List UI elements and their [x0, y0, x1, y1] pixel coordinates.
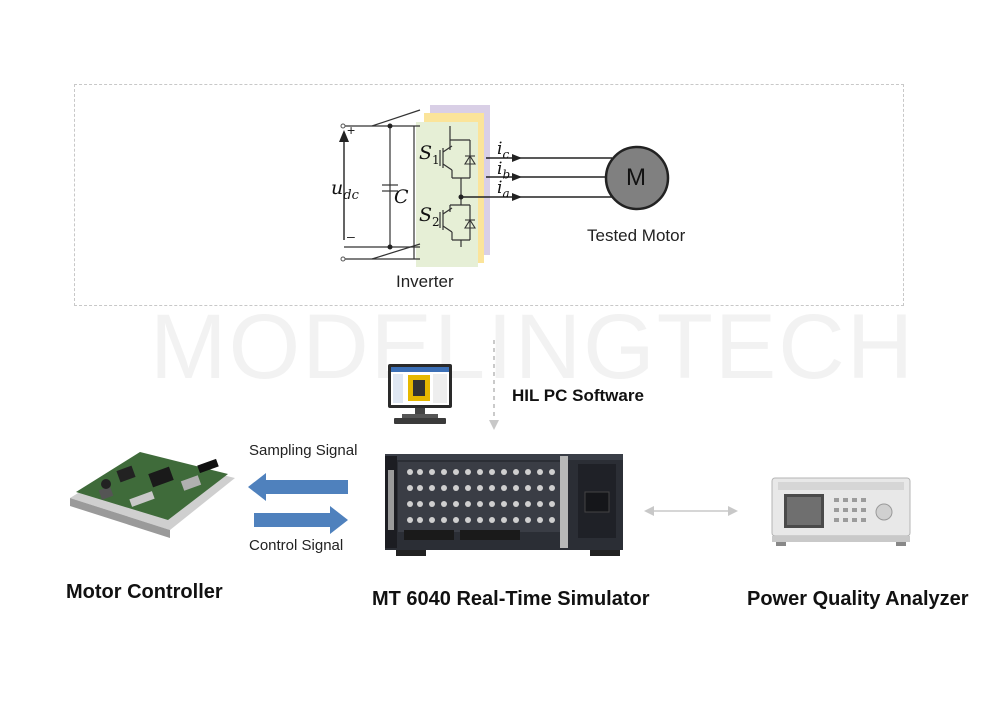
control-signal-arrow: [254, 506, 348, 534]
sampling-signal-label: Sampling Signal: [249, 442, 358, 459]
power-analyzer-label: Power Quality Analyzer: [747, 588, 969, 610]
current-a-label: ia: [497, 178, 510, 200]
motor-symbol: M: [626, 164, 646, 191]
control-signal-label: Control Signal: [249, 537, 344, 554]
hil-connector-arrow: [489, 420, 499, 430]
terminal-top: [340, 123, 346, 129]
simulator-label: MT 6040 Real-Time Simulator: [372, 588, 650, 610]
current-c-subscript: c: [502, 147, 510, 162]
power-analyzer-buttons: [834, 498, 893, 522]
phase-b-arrow: [512, 173, 522, 181]
node-bottom: [387, 244, 393, 250]
inverter-label: Inverter: [396, 272, 454, 291]
minus-sign: –: [347, 228, 355, 244]
current-b-subscript: b: [502, 167, 511, 182]
tested-motor-label: Tested Motor: [587, 226, 686, 245]
diode-top: [464, 154, 476, 165]
diode-bottom: [464, 218, 476, 229]
power-analyzer-device: [771, 477, 911, 546]
plus-sign: +: [347, 122, 356, 138]
switch-s2-label: S2: [419, 204, 440, 229]
phase-a-arrow: [512, 193, 522, 201]
sampling-signal-arrow: [248, 473, 348, 501]
current-a-subscript: a: [502, 186, 510, 201]
motor-controller-label: Motor Controller: [66, 581, 223, 603]
switch-s1-label: S1: [419, 142, 440, 167]
current-b-symbol: i: [497, 159, 503, 179]
phase-lines: [461, 157, 612, 198]
dc-rails: [344, 109, 421, 260]
hil-software-label: HIL PC Software: [512, 386, 644, 405]
capacitor-label: C: [394, 186, 409, 208]
voltage-symbol: u: [331, 177, 344, 199]
terminal-bottom: [340, 256, 346, 262]
inverter-front-panel: [416, 122, 478, 267]
motor-icon: [604, 145, 670, 211]
switch-s2-subscript: 2: [432, 214, 440, 229]
node-top: [387, 123, 393, 129]
current-c-label: ic: [497, 139, 509, 161]
current-b-label: ib: [497, 159, 510, 181]
voltage-label: udc: [331, 177, 359, 203]
watermark: MODELINGTECH: [150, 296, 916, 398]
voltage-arrow-head: [339, 130, 349, 142]
phase-c-arrow: [512, 154, 522, 162]
simulator-ports: [407, 469, 555, 523]
voltage-subscript: dc: [343, 187, 359, 203]
current-a-symbol: i: [497, 178, 503, 198]
motor-controller-board: [70, 452, 235, 538]
switch-s1-subscript: 1: [432, 152, 440, 167]
current-c-symbol: i: [497, 139, 503, 159]
switch-s1-symbol: S: [419, 142, 433, 164]
switch-s2-symbol: S: [419, 204, 433, 226]
inverter-leg: [439, 126, 471, 247]
pc-monitor-icon: [388, 364, 452, 424]
circuit-frame: [74, 84, 904, 306]
